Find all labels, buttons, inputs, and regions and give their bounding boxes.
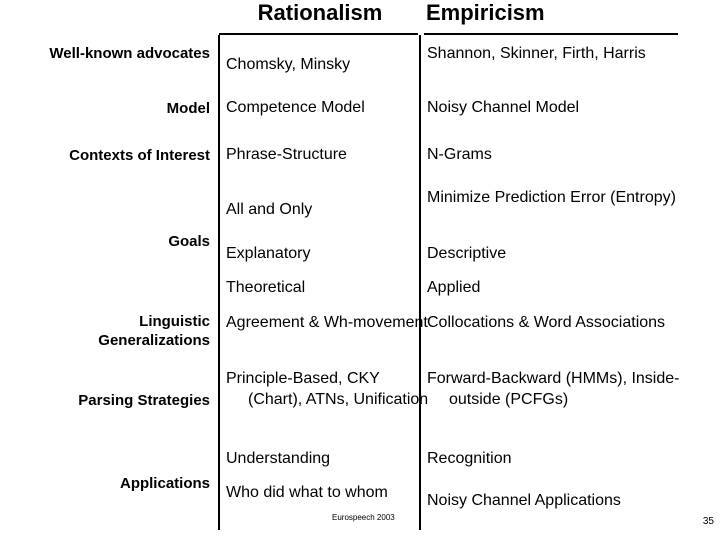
cell-applications-rationalism-2: Who did what to whom: [226, 484, 388, 501]
row-label-parsing: Parsing Strategies: [78, 392, 210, 409]
cell-advocates-empiricism: Shannon, Skinner, Firth, Harris: [427, 45, 646, 62]
cell-goals-rationalism-2: Explanatory: [226, 245, 311, 262]
header-rule-left: [219, 33, 418, 35]
row-label-generalizations: Linguistic Generalizations: [98, 313, 210, 349]
column-divider-2: [419, 35, 421, 530]
cell-goals-empiricism-1: Minimize Prediction Error (Entropy): [427, 189, 676, 206]
cell-model-empiricism: Noisy Channel Model: [427, 99, 580, 116]
cell-generalizations-empiricism: Collocations & Word Associations: [427, 314, 666, 331]
cell-contexts-rationalism: Phrase-Structure: [226, 146, 347, 163]
cell-goals-empiricism-2: Descriptive: [427, 245, 507, 262]
cell-advocates-rationalism: Chomsky, Minsky: [226, 56, 351, 73]
row-label-contexts: Contexts of Interest: [69, 147, 210, 164]
row-label-applications: Applications: [119, 475, 210, 492]
row-label-goals: Goals: [168, 233, 210, 250]
cell-model-rationalism: Competence Model: [226, 99, 365, 116]
row-label-advocates: Well-known advocates: [49, 45, 210, 62]
cell-goals-rationalism-3: Theoretical: [226, 279, 306, 296]
cell-contexts-empiricism: N-Grams: [427, 146, 492, 163]
cell-goals-rationalism-1: All and Only: [226, 201, 313, 218]
cell-generalizations-rationalism: Agreement & Wh-movement: [226, 314, 428, 331]
slide-page-number: 35: [702, 516, 714, 527]
cell-applications-empiricism-2: Noisy Channel Applications: [427, 492, 621, 509]
column-divider-1: [218, 35, 220, 530]
conference-footer: Eurospeech 2003: [332, 513, 395, 522]
cell-parsing-empiricism: Forward-Backward (HMMs), Inside-outside …: [427, 370, 680, 408]
table-header: Rationalism Empiricism: [0, 0, 720, 34]
header-rule-right: [424, 33, 678, 35]
cell-applications-rationalism-1: Understanding: [226, 450, 331, 467]
cell-parsing-rationalism: Principle-Based, CKY (Chart), ATNs, Unif…: [226, 370, 429, 408]
column-header-rationalism: Rationalism: [257, 0, 383, 25]
cell-goals-empiricism-3: Applied: [427, 279, 481, 296]
cell-applications-empiricism-1: Recognition: [427, 450, 512, 467]
row-label-model: Model: [166, 100, 210, 117]
column-header-empiricism: Empiricism: [426, 0, 545, 25]
